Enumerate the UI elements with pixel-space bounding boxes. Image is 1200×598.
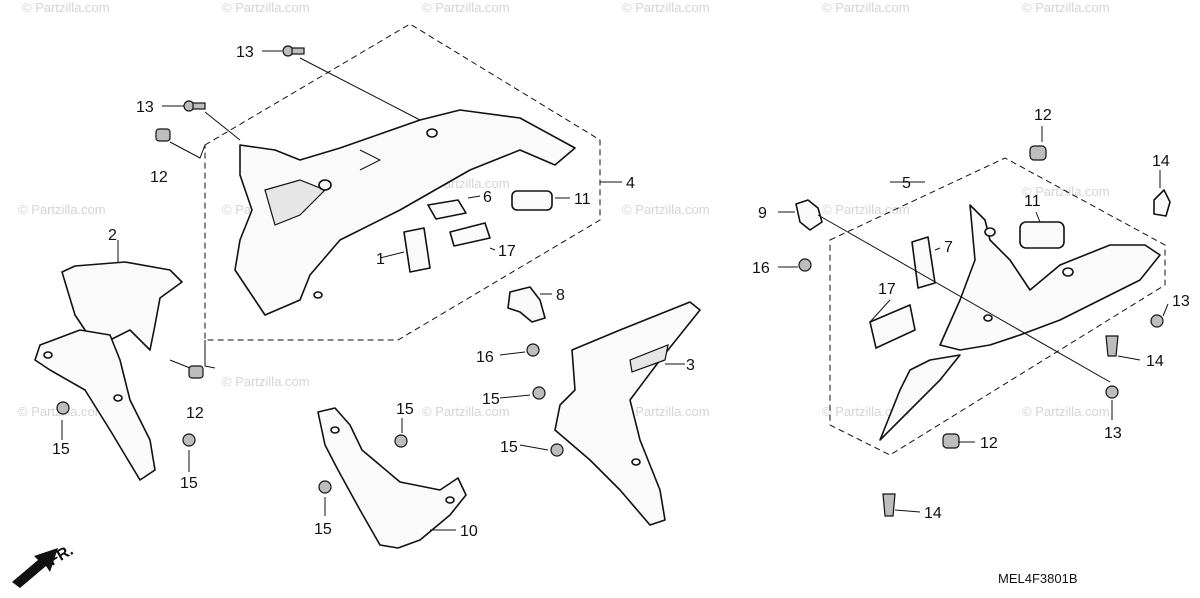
callout-17: 17 [878,281,896,298]
callout-11: 11 [574,191,591,208]
watermark: © Partzilla.com [222,0,310,15]
leader-lines [61,50,1169,531]
part-17-pad [449,222,491,247]
callout-13: 13 [236,44,254,61]
part-1-pad [403,227,431,273]
watermark: © Partzilla.com [422,404,510,419]
part-17-pad-right [869,304,916,349]
callout-14: 14 [924,505,942,522]
callout-15: 15 [396,401,414,418]
callout-4: 4 [626,175,635,192]
callout-13: 13 [136,99,154,116]
callout-9: 9 [758,205,767,222]
part-11-pad-right [1019,221,1065,249]
callout-14: 14 [1146,353,1164,370]
watermark: © Partzilla.com [822,0,910,15]
callout-7: 7 [944,239,953,256]
callout-14: 14 [1152,153,1170,170]
watermark: © Partzilla.com [222,374,310,389]
assembly-outline-5 [829,157,1166,456]
callout-15: 15 [314,521,332,538]
watermark: © Partzilla.com [622,404,710,419]
small-parts [403,189,1171,349]
watermark: © Partzilla.com [1022,0,1110,15]
part-11-pad [511,190,553,211]
watermark: © Partzilla.com [622,0,710,15]
watermarks: © Partzilla.com © Partzilla.com © Partzi… [18,0,1110,419]
callout-11: 11 [1024,193,1041,210]
part-14-grommet [1153,189,1171,217]
part-6-pad [427,199,467,220]
watermark: © Partzilla.com [22,0,110,15]
part-2-cover [34,261,183,481]
watermark: © Partzilla.com [18,202,106,217]
callout-16: 16 [476,349,494,366]
callout-3: 3 [686,357,695,374]
callout-13: 13 [1172,293,1190,310]
diagram-code: MEL4F3801B [998,571,1078,586]
part-9-clip [795,199,823,231]
callout-12: 12 [150,169,168,186]
callout-12: 12 [186,405,204,422]
part-10-bracket [317,407,467,549]
watermark: © Partzilla.com [822,404,910,419]
callout-8: 8 [556,287,565,304]
callout-13: 13 [1104,425,1122,442]
fasteners [56,45,1164,517]
callout-1: 1 [376,251,385,268]
callout-12: 12 [980,435,998,452]
callout-10: 10 [460,523,478,540]
part-5-inner-cover [879,204,1161,441]
part-7-pad [911,236,936,289]
assembly-outline-4 [204,23,601,341]
watermark: © Partzilla.com [1022,404,1110,419]
watermark: © Partzilla.com [422,0,510,15]
callouts: 1 2 3 4 5 6 7 8 9 10 11 11 12 12 12 12 1… [52,44,1190,540]
callout-15: 15 [52,441,70,458]
front-direction-arrow: FR. [12,542,76,588]
callout-5: 5 [902,175,911,192]
callout-15: 15 [482,391,500,408]
callout-2: 2 [108,227,117,244]
callout-12: 12 [1034,107,1052,124]
callout-15: 15 [180,475,198,492]
part-3-cover [554,301,701,526]
callout-16: 16 [752,260,770,277]
watermark: © Partzilla.com [622,202,710,217]
callout-6: 6 [483,189,492,206]
callout-15: 15 [500,439,518,456]
callout-17: 17 [498,243,516,260]
part-8-clip [507,286,546,323]
watermark: © Partzilla.com [822,202,910,217]
part-4-inner-cover [234,109,576,316]
